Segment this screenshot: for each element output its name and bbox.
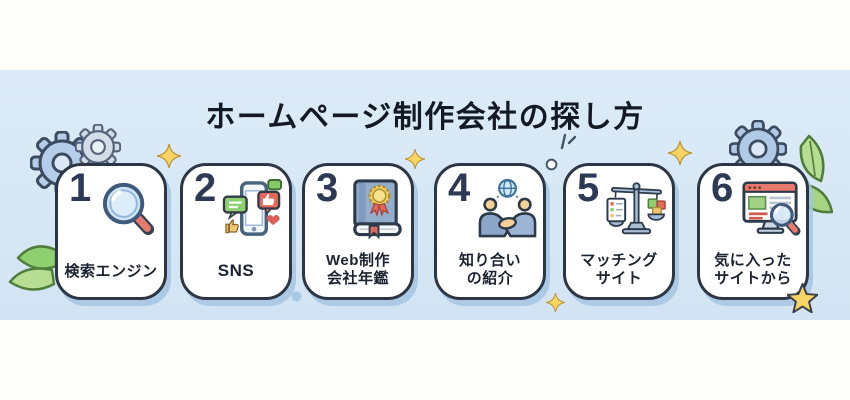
sparkle-icon bbox=[668, 141, 692, 165]
balance-scale-icon bbox=[605, 178, 668, 241]
dot-accent-icon bbox=[291, 291, 302, 302]
card-label: Web制作 会社年鑑 bbox=[326, 252, 390, 287]
handshake-globe-icon bbox=[476, 178, 539, 241]
browser-magnifier-icon bbox=[739, 178, 802, 241]
magnifier-icon bbox=[97, 178, 160, 241]
card-referral: 4 知り合い の紹介 bbox=[434, 163, 546, 300]
page-title: ホームページ制作会社の探し方 bbox=[205, 101, 645, 134]
gear-icon bbox=[75, 124, 121, 170]
card-yearbook: 3 Web制作 会社年鑑 bbox=[302, 163, 414, 300]
card-number: 3 bbox=[316, 166, 339, 210]
card-number: 4 bbox=[448, 166, 471, 210]
card-label: 検索エンジン bbox=[64, 263, 158, 280]
tick-marks-icon bbox=[558, 132, 578, 150]
sparkle-icon bbox=[405, 149, 425, 169]
award-book-icon bbox=[344, 178, 407, 241]
card-number: 6 bbox=[711, 166, 734, 210]
card-label: 知り合い の紹介 bbox=[458, 252, 521, 287]
card-sns: 2 SNS bbox=[180, 163, 292, 300]
card-label: SNS bbox=[217, 260, 255, 280]
leaf-icon bbox=[6, 238, 60, 294]
leaf-icon bbox=[779, 134, 833, 216]
star-icon bbox=[787, 283, 818, 313]
card-number: 5 bbox=[577, 166, 600, 210]
card-matching-site: 5 マッチング サイト bbox=[563, 163, 675, 300]
card-number: 1 bbox=[69, 166, 92, 210]
card-favorite-site: 6 気に入った サイトから bbox=[697, 163, 809, 300]
sparkle-icon bbox=[546, 293, 565, 312]
card-label: 気に入った サイトから bbox=[714, 252, 792, 287]
smartphone-sns-icon bbox=[222, 178, 285, 241]
sparkle-icon bbox=[157, 144, 181, 168]
card-number: 2 bbox=[194, 166, 217, 210]
circle-accent-icon bbox=[545, 158, 558, 171]
card-search-engine: 1 検索エンジン bbox=[55, 163, 167, 300]
card-label: マッチング サイト bbox=[580, 252, 658, 287]
